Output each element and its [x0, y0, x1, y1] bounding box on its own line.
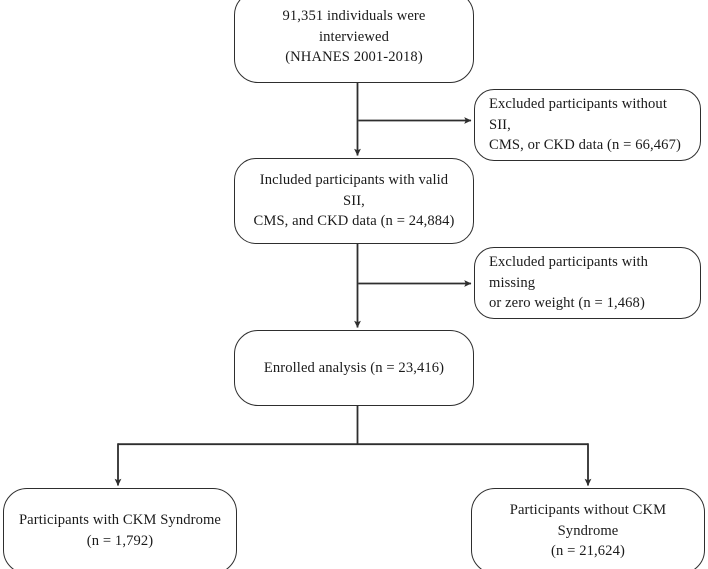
- node-excluded-1-label: Excluded participants without SII, CMS, …: [489, 95, 681, 154]
- node-included-valid-data: Included participants with valid SII, CM…: [234, 158, 474, 244]
- node-excluded-2-label: Excluded participants with missing or ze…: [489, 253, 649, 312]
- node-included-label: Included participants with valid SII, CM…: [253, 171, 455, 230]
- node-participants-with-ckm: Participants with CKM Syndrome (n = 1,79…: [3, 488, 237, 569]
- node-participants-without-ckm: Participants without CKM Syndrome (n = 2…: [471, 488, 705, 569]
- node-enrolled-analysis: Enrolled analysis (n = 23,416): [234, 330, 474, 406]
- node-interviewed: 91,351 individuals were interviewed (NHA…: [234, 0, 474, 83]
- node-excluded-missing-zero-weight: Excluded participants with missing or ze…: [474, 247, 701, 319]
- node-ckm-no-label: Participants without CKM Syndrome (n = 2…: [509, 501, 667, 560]
- node-ckm-yes-label: Participants with CKM Syndrome (n = 1,79…: [18, 512, 222, 549]
- connector-enrolled-split: [114, 406, 592, 486]
- node-excluded-missing-sii-cms-ckd: Excluded participants without SII, CMS, …: [474, 89, 701, 161]
- node-enrolled-label: Enrolled analysis (n = 23,416): [263, 359, 445, 376]
- node-interviewed-label: 91,351 individuals were interviewed (NHA…: [282, 7, 426, 66]
